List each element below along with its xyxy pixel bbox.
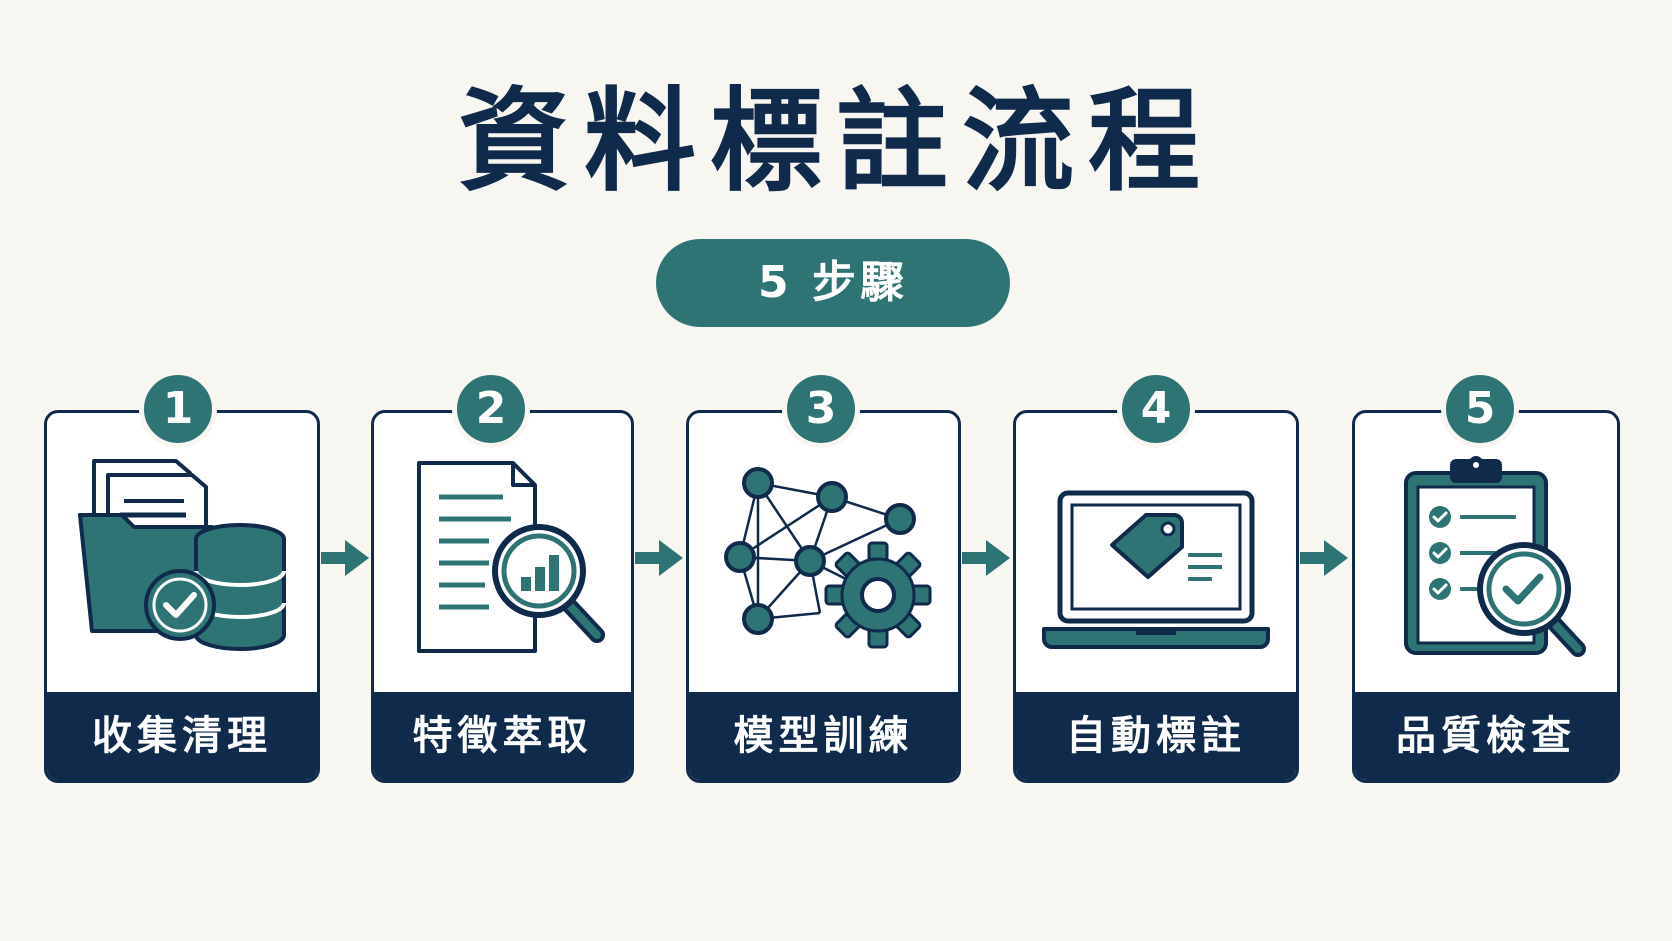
step-card-1: 收集清理	[44, 410, 320, 783]
step-card-3: 模型訓練	[686, 410, 961, 783]
step-number-badge-2: 2	[452, 370, 530, 448]
step-number-badge-3: 3	[782, 370, 860, 448]
step-number-badge-5: 5	[1441, 370, 1519, 448]
step-label: 自動標註	[1016, 692, 1296, 780]
folder-database-check-icon	[47, 453, 317, 663]
step-card-4: 自動標註	[1013, 410, 1299, 783]
page-title: 資料標註流程	[458, 77, 1214, 207]
laptop-tag-icon	[1016, 453, 1296, 663]
arrow-right-icon	[635, 540, 683, 576]
step-label: 品質檢查	[1355, 692, 1617, 780]
step-label: 模型訓練	[689, 692, 958, 780]
step-label: 收集清理	[47, 692, 317, 780]
arrow-right-icon	[321, 540, 369, 576]
document-magnifier-chart-icon	[374, 453, 631, 663]
step-card-5: 品質檢查	[1352, 410, 1620, 783]
step-number-badge-4: 4	[1117, 370, 1195, 448]
steps-count-badge: 5 步驟	[656, 239, 1010, 327]
step-card-2: 特徵萃取	[371, 410, 634, 783]
neural-network-gear-icon	[689, 453, 958, 663]
arrow-right-icon	[1300, 540, 1348, 576]
step-label: 特徵萃取	[374, 692, 631, 780]
arrow-right-icon	[962, 540, 1010, 576]
step-number-badge-1: 1	[139, 370, 217, 448]
clipboard-checklist-magnifier-icon	[1355, 453, 1617, 663]
